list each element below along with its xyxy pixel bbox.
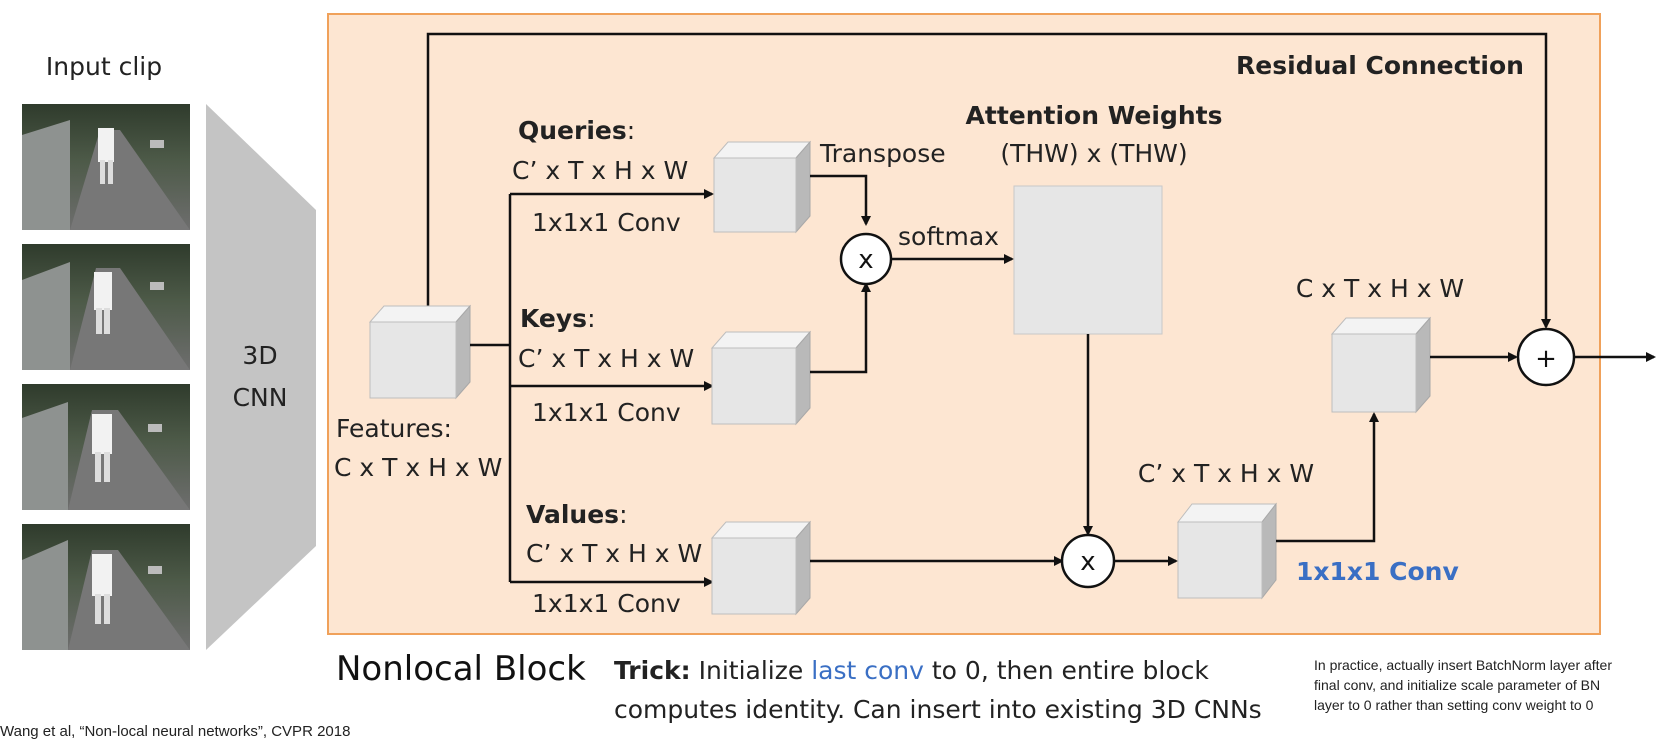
softmax-label: softmax (898, 222, 999, 251)
mid-output-cube (1176, 502, 1278, 600)
transpose-label: Transpose (819, 139, 946, 168)
input-frame-3 (22, 384, 190, 510)
final-output-cube (1330, 316, 1432, 414)
cnn-label-line1: 3D (242, 341, 277, 370)
input-clip-label: Input clip (46, 52, 162, 81)
keys-shape: C’ x T x H x W (518, 344, 694, 373)
keys-to-multiply-arrow (810, 282, 871, 374)
add-symbol: + (1535, 344, 1557, 374)
output-conv-arrow (1276, 412, 1379, 543)
block-title: Nonlocal Block (336, 649, 586, 689)
cnn-label-line2: CNN (233, 383, 288, 412)
residual-connection-line (426, 32, 1551, 329)
features-label: Features: (336, 414, 452, 443)
attention-weights-shape: (THW) x (THW) (1000, 139, 1187, 168)
mid-output-shape: C’ x T x H x W (1138, 459, 1314, 488)
trick-line-2: computes identity. Can insert into exist… (614, 695, 1262, 724)
attention-weights-matrix (1013, 185, 1163, 335)
input-frame-4 (22, 524, 190, 650)
note-line-2: final conv, and initialize scale paramet… (1314, 677, 1600, 693)
input-frame-2 (22, 244, 190, 370)
final-output-shape: C x T x H x W (1296, 274, 1464, 303)
attention-weights-title: Attention Weights (966, 101, 1223, 130)
note-line-1: In practice, actually insert BatchNorm l… (1314, 657, 1612, 673)
queries-cube (712, 140, 812, 234)
input-frame-1 (22, 104, 190, 230)
queries-conv-label: 1x1x1 Conv (532, 208, 681, 237)
transpose-arrow (810, 174, 871, 226)
queries-label: Queries: (518, 116, 635, 145)
values-cube (710, 520, 812, 616)
keys-label: Keys: (520, 304, 596, 333)
note-line-3: layer to 0 rather than setting conv weig… (1314, 697, 1594, 713)
values-conv-label: 1x1x1 Conv (532, 589, 681, 618)
citation: Wang et al, “Non-local neural networks”,… (0, 723, 350, 740)
multiply-qk-symbol: x (858, 245, 873, 275)
residual-connection-label: Residual Connection (1236, 51, 1524, 80)
keys-conv-label: 1x1x1 Conv (532, 398, 681, 427)
queries-shape: C’ x T x H x W (512, 156, 688, 185)
keys-cube (710, 330, 812, 426)
multiply-av-symbol: x (1080, 547, 1095, 577)
trick-line-1: Trick: Initialize last conv to 0, then e… (614, 656, 1209, 685)
output-conv-label: 1x1x1 Conv (1296, 557, 1459, 586)
features-cube (368, 304, 472, 400)
values-shape: C’ x T x H x W (526, 539, 702, 568)
values-label: Values: (526, 500, 628, 529)
features-shape: C x T x H x W (334, 453, 502, 482)
cnn-trapezoid (206, 104, 316, 650)
